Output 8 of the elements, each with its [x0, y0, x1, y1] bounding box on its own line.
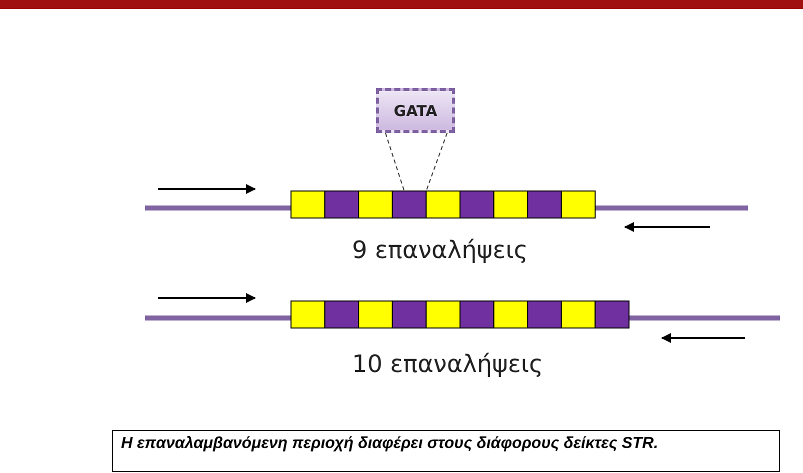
caption: Η επαναλαμβανόμενη περιοχή διαφέρει στους διάφορους δείκτες STR. [112, 430, 780, 472]
leader-line [426, 132, 448, 192]
str-repeat-drawing [290, 300, 630, 328]
str-repeat-drawing [290, 190, 596, 218]
leader-line [384, 132, 405, 192]
repeat-count-label: 9 επαναλήψεις [352, 236, 528, 264]
repeat-unit-box: GATA [376, 88, 455, 133]
repeat-count-label: 10 επαναλήψεις [352, 350, 544, 378]
